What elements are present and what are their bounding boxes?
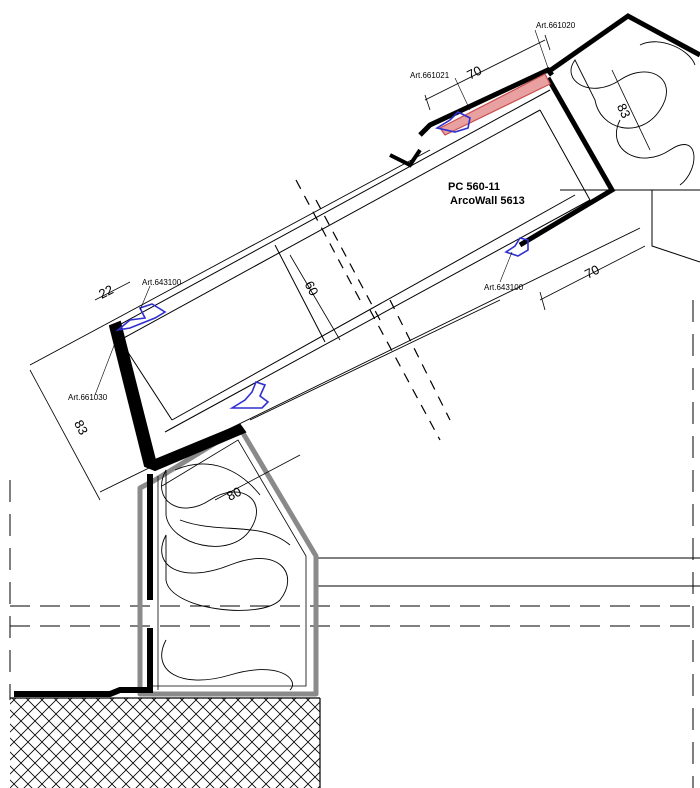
gaskets: [115, 111, 529, 409]
upper-right-block: [612, 189, 700, 263]
rafter-profile: [108, 320, 247, 472]
dim-panel-60: 60: [302, 278, 322, 298]
right-rafter-profile: [518, 76, 616, 248]
rain-cap-left: [389, 148, 422, 168]
panel-break-lines: [295, 179, 451, 441]
dim-right-83: 83: [614, 101, 634, 120]
kerb-insulation: [161, 463, 293, 691]
product-name: PC 560-11: [448, 181, 500, 193]
dim-right-70: 70: [582, 262, 602, 282]
red-cap-profile: [439, 73, 551, 136]
roof-panel: [109, 89, 591, 433]
leader-lines: [94, 29, 549, 396]
dim-bottom-80: 80: [224, 484, 244, 504]
rafter-lines: [29, 149, 641, 493]
dim-left-22: 22: [96, 282, 116, 302]
label-art-643100-left: Art.643100: [142, 278, 182, 287]
ground-hatch: [10, 698, 320, 788]
product-series: ArcoWall 5613: [450, 195, 525, 207]
dim-top-70: 70: [464, 63, 484, 83]
kerb-inner: [150, 439, 307, 687]
left-wall-profile-lower: [14, 628, 153, 697]
dim-left-83: 83: [71, 417, 91, 437]
label-art-661030: Art.661030: [68, 393, 108, 402]
dimension-lines: [29, 34, 651, 501]
label-art-661020: Art.661020: [536, 21, 576, 30]
label-art-643100-right: Art.643100: [484, 283, 524, 292]
label-art-661021: Art.661021: [410, 71, 450, 80]
ridge-insulation: [570, 41, 696, 186]
ridge-profile: [546, 13, 700, 75]
